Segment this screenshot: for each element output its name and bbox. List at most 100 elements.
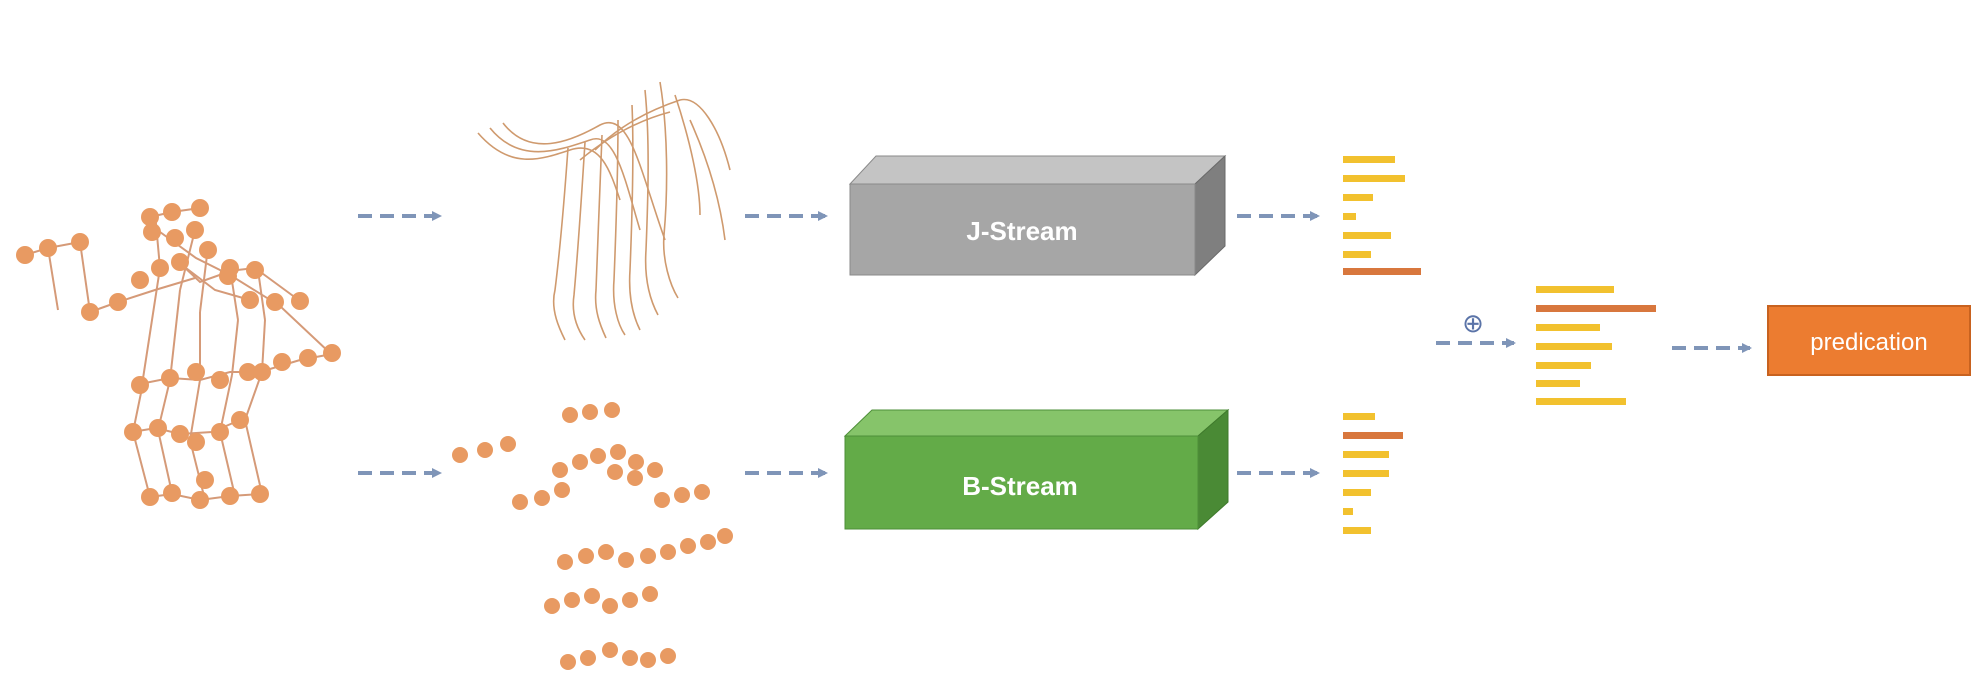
j-stream-top [848,155,1227,185]
joint-dot [163,203,181,221]
bone-dot [622,650,638,666]
joint-trajectory-icon [477,81,731,341]
joint-dot [141,488,159,506]
bone-dot [607,464,623,480]
bone-dot [544,598,560,614]
joint-dot [211,371,229,389]
joint-dot [251,485,269,503]
bone-dot [598,544,614,560]
joint-dot [291,292,309,310]
bone-dot [580,650,596,666]
bone-dot [584,588,600,604]
joint-dot [163,484,181,502]
joint-dot [171,425,189,443]
bone-dot [647,462,663,478]
bone-dot [562,407,578,423]
joint-dot [221,487,239,505]
bone-dot [640,652,656,668]
joint-dot [273,353,291,371]
bone-dot [618,552,634,568]
joint-dot [187,433,205,451]
joint-dot [131,376,149,394]
bone-dot [578,548,594,564]
bone-dot [660,544,676,560]
joint-dot [246,261,264,279]
joint-dot [171,253,189,271]
joint-dot [231,411,249,429]
bone-dot [654,492,670,508]
bone-dot [700,534,716,550]
joint-dot [241,291,259,309]
joint-dot [191,491,209,509]
b-stream-block: B-Stream [843,408,1230,531]
bone-dot [622,592,638,608]
joint-dot [253,363,271,381]
bone-dot [512,494,528,510]
joint-dot [39,239,57,257]
bone-dot [627,470,643,486]
joint-dot [131,271,149,289]
joint-dot [299,349,317,367]
joint-dot [196,471,214,489]
bone-dot [604,402,620,418]
bone-dot [552,462,568,478]
joint-dot [266,293,284,311]
bone-dot [660,648,676,664]
j-stream-face [849,183,1196,276]
bone-dot [564,592,580,608]
bone-dot [582,404,598,420]
bone-dot [694,484,710,500]
b-stream-scores [1343,413,1403,534]
arrows [358,211,1752,478]
joint-dot [124,423,142,441]
joint-dot [186,221,204,239]
j-stream-scores [1343,156,1421,275]
joint-dot [151,259,169,277]
bone-dot [680,538,696,554]
bone-dot [590,448,606,464]
joint-dot [211,423,229,441]
joint-dot [219,267,237,285]
bone-dot [674,487,690,503]
score-bars-icon [1343,156,1656,534]
bone-dot [557,554,573,570]
joint-dot [71,233,89,251]
bone-dot [602,642,618,658]
skeleton-icon [16,199,341,509]
joint-dot [239,363,257,381]
joint-dot [81,303,99,321]
bone-dot [560,654,576,670]
bone-dot [640,548,656,564]
bone-dot [628,454,644,470]
bone-dot [477,442,493,458]
bone-dot [452,447,468,463]
joint-dot [149,419,167,437]
fused-scores [1536,286,1656,405]
bone-dot [610,444,626,460]
bone-dot [642,586,658,602]
bone-dot [602,598,618,614]
b-stream-top [843,409,1230,437]
bone-dot [554,482,570,498]
bone-dot [717,528,733,544]
bone-points-icon [452,402,733,670]
prediction-label: predication [1810,329,1927,356]
fusion-symbol: ⊕ [1462,308,1484,338]
joint-dot [143,223,161,241]
joint-dot [187,363,205,381]
joint-dot [161,369,179,387]
j-stream-label: J-Stream [966,216,1077,246]
b-stream-face [844,435,1199,530]
joint-dot [141,208,159,226]
joint-dot [109,293,127,311]
b-stream-label: B-Stream [962,471,1078,501]
joint-dot [16,246,34,264]
joint-dot [166,229,184,247]
joint-dot [323,344,341,362]
j-stream-block: J-Stream [848,154,1227,277]
joint-dot [191,199,209,217]
prediction-box: predication [1767,305,1971,376]
bone-dot [534,490,550,506]
